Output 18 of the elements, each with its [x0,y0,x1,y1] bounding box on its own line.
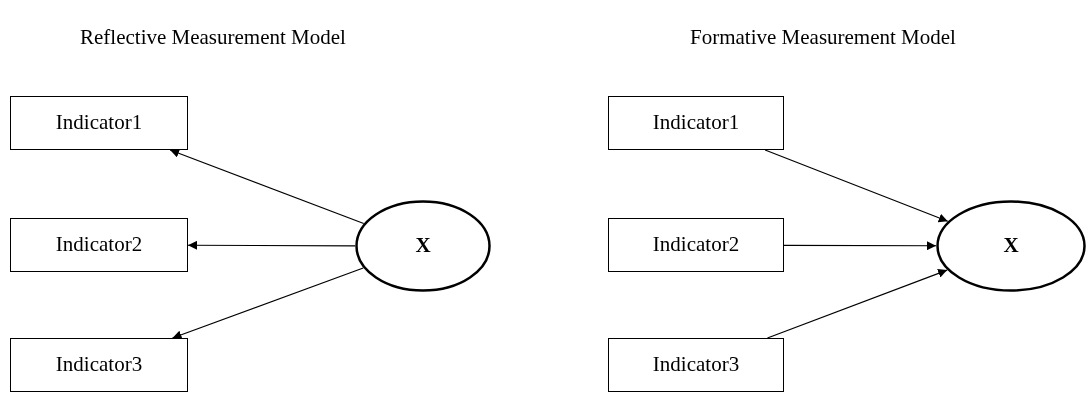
indicator-box: Indicator1 [608,96,784,150]
arrow [783,241,937,251]
indicator-box: Indicator1 [10,96,188,150]
arrow [766,269,948,339]
arrow [764,149,949,223]
latent-ellipse [936,200,1086,292]
section-heading: Reflective Measurement Model [80,24,346,51]
indicator-box: Indicator2 [608,218,784,272]
arrow [171,267,364,340]
indicator-box: Indicator3 [10,338,188,392]
arrow [187,240,356,250]
indicator-box: Indicator3 [608,338,784,392]
arrow [169,149,365,225]
latent-variable-label: X [1003,232,1019,260]
latent-ellipse [355,200,491,292]
indicator-box: Indicator2 [10,218,188,272]
latent-variable-label: X [415,232,431,260]
section-heading: Formative Measurement Model [690,24,956,51]
